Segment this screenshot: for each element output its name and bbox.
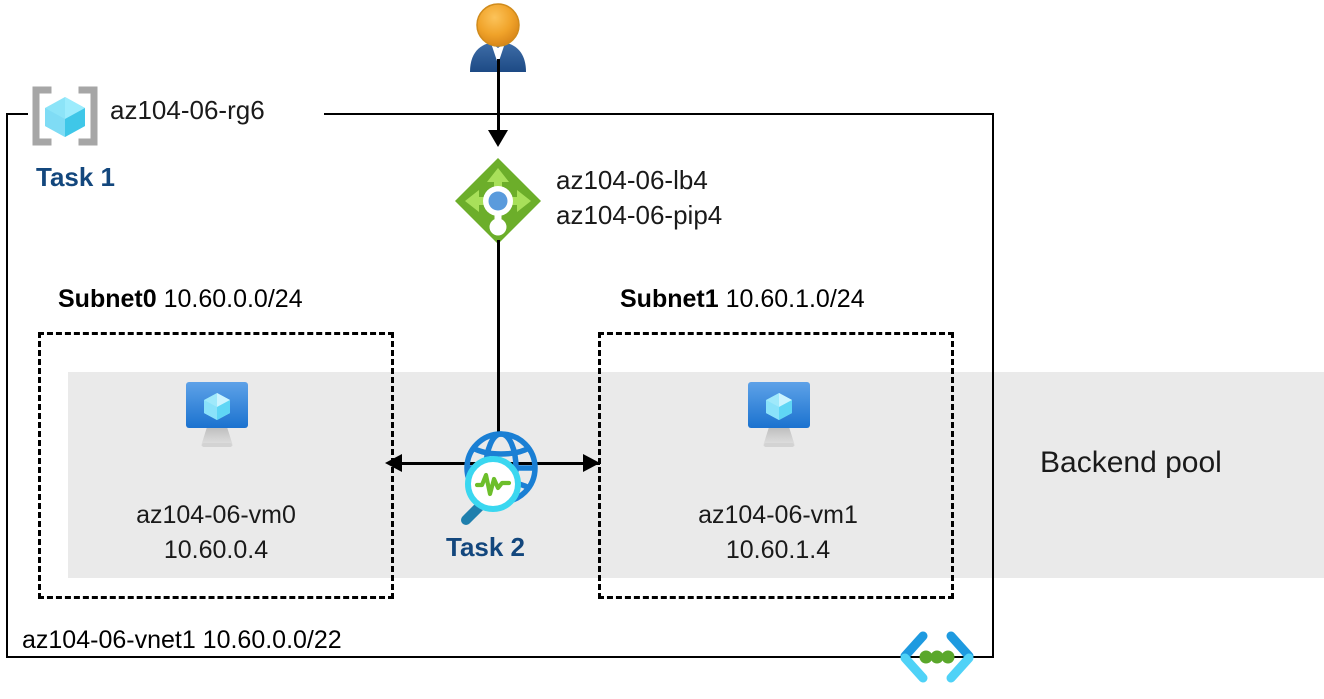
vm0-name: az104-06-vm0 [136,501,296,529]
load-balancer-icon [452,155,544,247]
virtual-machine-icon [178,378,256,450]
network-watcher-icon [443,422,555,532]
virtual-network-icon [897,630,977,686]
load-balancer-labels: az104-06-lb4 az104-06-pip4 [556,163,722,233]
subnet0-name: Subnet0 [58,285,157,313]
vnet-label: az104-06-vnet1 10.60.0.0/22 [22,626,342,654]
vm1-name: az104-06-vm1 [698,501,858,529]
vm1-labels: az104-06-vm1 10.60.1.4 [668,498,888,568]
vm0-ip: 10.60.0.4 [163,536,269,564]
user-to-lb-arrowhead [488,130,508,147]
task-1-label: Task 1 [36,162,116,192]
user-icon [458,2,538,74]
resource-group-boundary [6,113,994,658]
resource-group-label: az104-06-rg6 [110,95,265,125]
backend-pool-band [68,372,1324,578]
backend-pool-label: Backend pool [1040,446,1222,479]
lb-to-watcher-line [497,240,500,435]
vm0-labels: az104-06-vm0 10.60.0.4 [106,498,326,568]
subnet-arrow-right [583,454,600,472]
resource-group-label-mask [28,106,324,122]
resource-group-icon [28,86,102,146]
subnet0-cidr: 10.60.0.0/24 [163,285,303,313]
virtual-machine-icon [740,378,818,450]
user-to-lb-line [497,59,500,138]
vm1-ip: 10.60.1.4 [725,536,831,564]
public-ip-name: az104-06-pip4 [556,200,723,230]
subnet1-name: Subnet1 [620,285,719,313]
subnet-arrow-left [385,454,402,472]
task-2-label: Task 2 [446,532,526,562]
subnet0-caption: Subnet0 10.60.0.0/24 [58,285,303,314]
subnet1-caption: Subnet1 10.60.1.0/24 [620,285,865,314]
subnet1-cidr: 10.60.1.0/24 [725,285,865,313]
load-balancer-name: az104-06-lb4 [556,165,708,195]
